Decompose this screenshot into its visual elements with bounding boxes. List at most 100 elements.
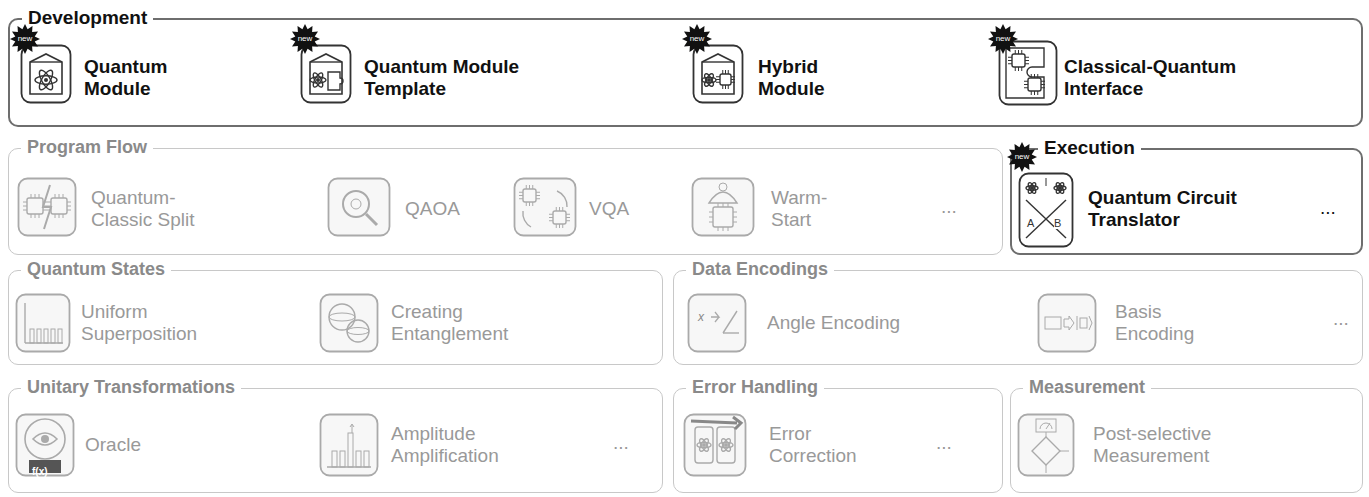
pattern-name: Oracle — [85, 434, 141, 456]
group-heading: Unitary Transformations — [21, 376, 241, 398]
pattern-item: Quantum Module Templatenew — [296, 32, 596, 124]
pattern-name: VQA — [589, 198, 629, 220]
pattern-name: QAOA — [405, 198, 460, 220]
text-holder: Hybrid Module — [758, 32, 863, 124]
text-holder: Basis Encoding — [1115, 285, 1245, 361]
text-holder: QAOA — [405, 167, 485, 251]
pattern-name: Quantum Circuit Translator — [1088, 187, 1248, 231]
new-badge: new — [10, 24, 40, 54]
pattern-icon — [998, 40, 1058, 106]
group-panel: ExecutionQuantum Circuit TranslatorABnew… — [1010, 148, 1363, 255]
pattern-item: Angle Encoding x — [687, 285, 1017, 361]
new-badge: new — [988, 24, 1018, 54]
group-panel: Program FlowQuantum-Classic SplitQAOAVQA… — [8, 148, 1003, 255]
text-holder: Warm-Start — [771, 167, 846, 251]
text-holder: Oracle — [85, 401, 195, 489]
pattern-item: Warm-Start — [691, 167, 891, 251]
pattern-icon — [513, 177, 577, 237]
text-holder: Error Correction — [769, 401, 879, 489]
text-holder: Creating Entanglement — [391, 285, 541, 361]
pattern-name: Angle Encoding — [767, 312, 900, 334]
group-heading: Error Handling — [686, 376, 824, 398]
pattern-name: Error Correction — [769, 423, 879, 467]
pattern-icon — [17, 177, 77, 237]
icon-symbol: x — [698, 311, 704, 323]
pattern-icon — [15, 293, 71, 353]
badge-text: new — [988, 34, 1018, 44]
more-dots: ... — [1320, 198, 1336, 217]
group-panel: Unitary TransformationsOraclef(x)Amplitu… — [8, 388, 663, 493]
pattern-icon — [319, 293, 379, 353]
more-dots: ... — [936, 433, 952, 452]
more-dots: ... — [1333, 309, 1349, 328]
icon-letter: A — [1027, 218, 1034, 229]
pattern-item: Oracle f(x) — [15, 401, 275, 489]
new-badge: new — [682, 24, 712, 54]
pattern-icon — [327, 177, 391, 237]
pattern-icon — [300, 44, 352, 104]
pattern-name: Hybrid Module — [758, 56, 863, 100]
pattern-name: Basis Encoding — [1115, 301, 1245, 345]
more-dots: ... — [941, 197, 957, 216]
group-heading: Quantum States — [21, 258, 171, 280]
group-panel: MeasurementPost-selective Measurement — [1010, 388, 1363, 493]
pattern-name: Creating Entanglement — [391, 301, 541, 345]
text-holder: Uniform Superposition — [81, 285, 231, 361]
badge-text: new — [1007, 152, 1037, 162]
pattern-icon — [319, 413, 379, 477]
pattern-icon — [1037, 293, 1097, 353]
pattern-item: VQA — [513, 167, 673, 251]
pattern-item: Quantum Circuit TranslatorA B — [1018, 166, 1318, 252]
pattern-icon — [683, 413, 747, 477]
pattern-item: Quantum-Classic Split — [15, 167, 245, 251]
pattern-name: Quantum-Classic Split — [91, 187, 216, 231]
pattern-name: Classical-Quantum Interface — [1064, 56, 1304, 100]
icon-letter: B — [1054, 218, 1061, 229]
group-panel: DevelopmentQuantum ModulenewQuantum Modu… — [8, 18, 1363, 127]
pattern-item: Basis Encoding — [1037, 285, 1327, 361]
group-heading: Program Flow — [21, 136, 153, 158]
text-holder: Quantum-Classic Split — [91, 167, 216, 251]
group-panel: Quantum StatesUniform SuperpositionCreat… — [8, 270, 663, 365]
pattern-name: Warm-Start — [771, 187, 846, 231]
pattern-name: Quantum Module — [84, 56, 194, 100]
text-holder: Post-selective Measurement — [1093, 401, 1273, 489]
pattern-icon — [20, 44, 72, 104]
text-holder: Angle Encoding — [767, 285, 917, 361]
group-heading: Measurement — [1023, 376, 1151, 398]
pattern-name: Amplitude Amplification — [391, 423, 541, 467]
pattern-item: Error Correction — [683, 401, 923, 489]
text-holder: VQA — [589, 167, 659, 251]
new-badge: new — [1007, 142, 1037, 172]
group-heading: Development — [22, 7, 153, 29]
pattern-item: QAOA — [327, 167, 497, 251]
text-holder: Amplitude Amplification — [391, 401, 541, 489]
pattern-item: Amplitude Amplification — [319, 401, 609, 489]
pattern-name: Post-selective Measurement — [1093, 423, 1273, 467]
new-badge: new — [290, 24, 320, 54]
pattern-item: Post-selective Measurement — [1017, 401, 1352, 489]
pattern-item: Creating Entanglement — [319, 285, 639, 361]
group-panel: Error HandlingError Correction... — [673, 388, 1003, 493]
badge-text: new — [10, 34, 40, 44]
more-dots: ... — [613, 433, 629, 452]
text-holder: Quantum Module Template — [364, 32, 549, 124]
icon-symbol: f(x) — [32, 467, 48, 477]
pattern-name: Uniform Superposition — [81, 301, 231, 345]
badge-text: new — [682, 34, 712, 44]
pattern-icon — [691, 177, 755, 237]
pattern-icon — [692, 44, 744, 104]
text-holder: Quantum Module — [84, 32, 194, 124]
group-panel: Data EncodingsAngle EncodingxBasis Encod… — [673, 270, 1363, 365]
pattern-name: Quantum Module Template — [364, 56, 549, 100]
pattern-item: Uniform Superposition — [15, 285, 310, 361]
pattern-icon — [1018, 172, 1074, 248]
pattern-icon — [1017, 413, 1075, 477]
group-heading: Data Encodings — [686, 258, 834, 280]
pattern-item: Hybrid Modulenew — [688, 32, 948, 124]
text-holder: Quantum Circuit Translator — [1088, 166, 1248, 252]
pattern-item: Quantum Modulenew — [16, 32, 276, 124]
pattern-icon — [687, 293, 747, 353]
group-heading: Execution — [1038, 137, 1141, 159]
